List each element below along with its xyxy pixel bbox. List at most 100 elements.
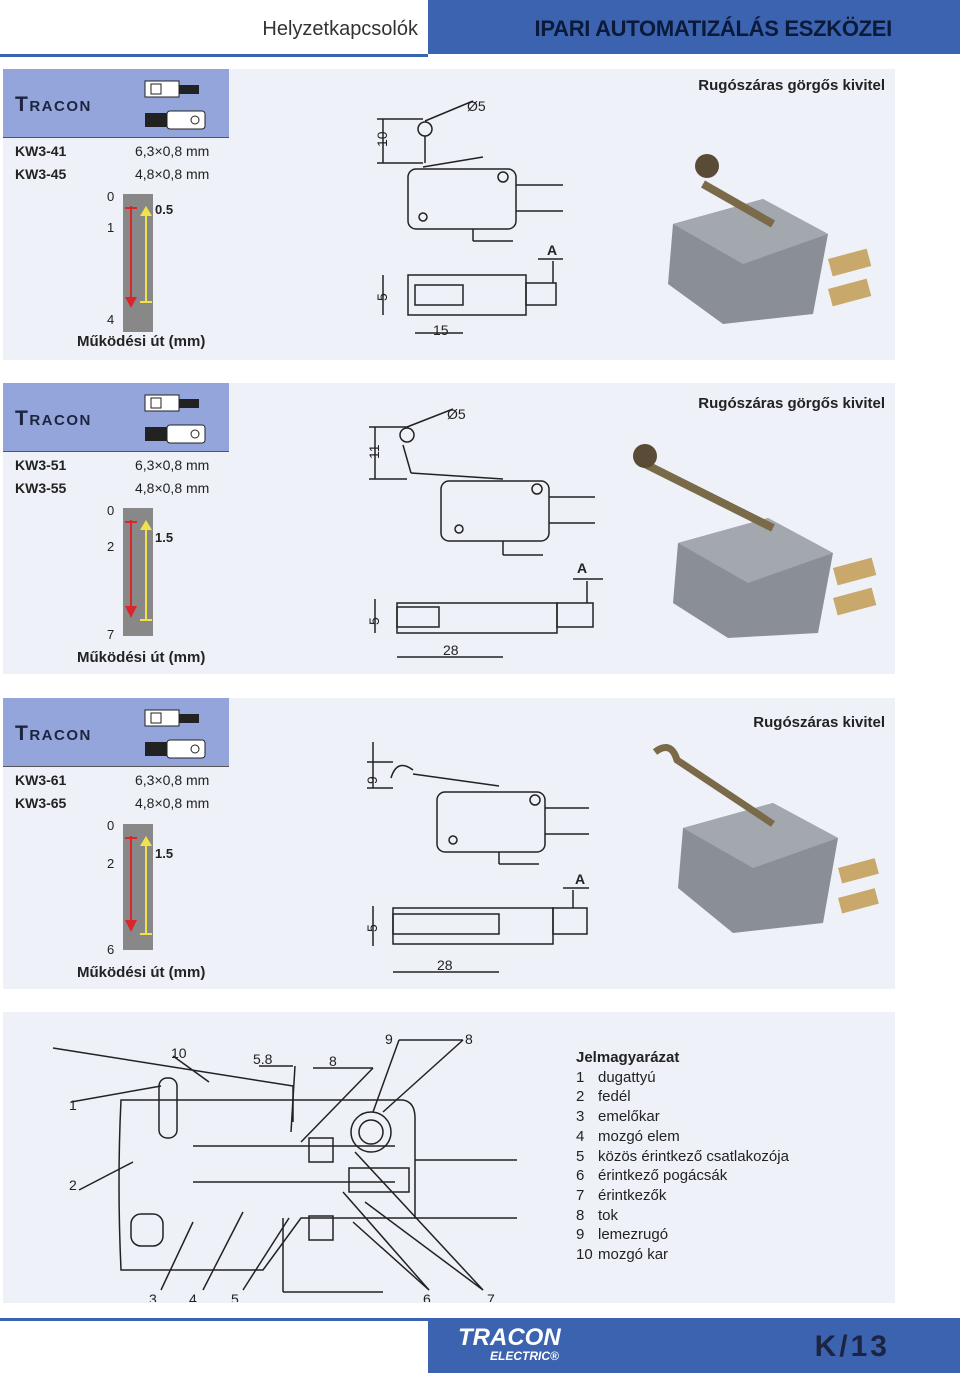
footer-logo-sub: ELECTRIC® [490,1349,559,1363]
travel-start: 0 [107,503,115,518]
terminal-size: 4,8×0,8 mm [135,166,210,182]
dim-height: 9 [364,776,380,784]
travel-start: 0 [107,818,115,833]
footer-bar: TRACON ELECTRIC® K/13 [428,1318,960,1373]
travel-diagram [123,194,153,332]
footer-logo: TRACON [458,1324,561,1351]
dimension-drawing: 9 5 28 A [364,742,589,973]
cutaway-dim-5-8: 5.8 [253,1051,273,1067]
brand-logo: Tracon [15,407,92,430]
brand-box: Tracon [3,383,229,451]
model-code: KW3-61 [15,772,67,788]
cutaway-label-6: 6 [423,1291,431,1302]
model-code: KW3-51 [15,457,67,473]
connector-icon [144,80,206,130]
cutaway-label-9: 9 [385,1031,393,1047]
travel-caption: Működési út (mm) [77,333,206,350]
travel-end: 7 [107,627,115,642]
terminal-size: 4,8×0,8 mm [135,480,210,496]
panel-title: Rugószáras görgős kivitel [698,395,885,412]
product-panel-1: Tracon KW3-41 6,3×0,8 mm KW3-45 4,8×0,8 … [3,69,895,360]
dim-width: 28 [437,957,453,973]
switch-photo [633,444,877,638]
dim-height: 10 [374,131,390,147]
dim-diameter: Ø5 [467,98,486,114]
dim-thickness: 5 [366,617,382,625]
travel-caption: Működési út (mm) [77,964,206,981]
dim-a: A [575,871,585,887]
terminal-size: 6,3×0,8 mm [135,772,210,788]
travel-diagram [123,508,153,636]
panel-title: Rugószáras görgős kivitel [698,77,885,94]
cutaway-label-1: 1 [69,1097,77,1113]
header-category: Helyzetkapcsolók [262,18,418,40]
travel-mid: 2 [107,539,115,554]
cutaway-label-4: 4 [189,1291,197,1302]
travel-caption: Működési út (mm) [77,649,206,666]
legend-title: Jelmagyarázat [576,1049,680,1066]
cutaway-label-7: 7 [487,1291,495,1302]
panel-title: Rugószáras kivitel [753,714,885,731]
model-code: KW3-41 [15,143,67,159]
footer-line [0,1318,428,1321]
model-code: KW3-55 [15,480,67,496]
connector-icon [144,709,206,759]
cutaway-label-5: 5 [231,1291,239,1302]
travel-end: 6 [107,942,115,957]
dim-diameter: Ø5 [447,406,466,422]
travel-marker: 0.5 [155,202,174,217]
travel-mid: 2 [107,856,115,871]
switch-photo [652,744,879,933]
product-panel-3: Tracon KW3-61 6,3×0,8 mm KW3-65 4,8×0,8 … [3,698,895,989]
travel-marker: 1.5 [155,846,174,861]
dimension-drawing: Ø5 11 5 28 A [366,406,603,658]
header-category-bar: Helyzetkapcsolók [0,0,428,57]
page-number: K/13 [814,1330,890,1363]
terminal-size: 4,8×0,8 mm [135,795,210,811]
dim-thickness: 5 [364,924,380,932]
cutaway-panel: 1 2 3 4 5 6 7 8 9 10 5.8 8 Jelmagyarázat… [3,1012,895,1303]
travel-end: 4 [107,312,115,327]
dim-width: 28 [443,642,459,658]
cutaway-dim-8: 8 [329,1053,337,1069]
dim-a: A [577,560,587,576]
model-code: KW3-65 [15,795,67,811]
cutaway-label-2: 2 [69,1177,77,1193]
terminal-size: 6,3×0,8 mm [135,457,210,473]
travel-marker: 1.5 [155,530,174,545]
cutaway-drawing: 1 2 3 4 5 6 7 8 9 10 5.8 8 [52,1031,517,1302]
product-panel-2: Tracon KW3-51 6,3×0,8 mm KW3-55 4,8×0,8 … [3,383,895,674]
travel-mid: 1 [107,220,115,235]
dim-width: 15 [433,322,449,338]
cutaway-label-8: 8 [465,1031,473,1047]
cutaway-label-3: 3 [149,1291,157,1302]
switch-photo [668,154,872,324]
travel-start: 0 [107,189,115,204]
dim-thickness: 5 [374,293,390,301]
brand-box: Tracon [3,698,229,766]
dim-height: 11 [366,444,382,459]
dim-a: A [547,242,557,258]
terminal-size: 6,3×0,8 mm [135,143,210,159]
model-code: KW3-45 [15,166,67,182]
brand-logo: Tracon [15,722,92,745]
header-title: IPARI AUTOMATIZÁLÁS ESZKÖZEI [534,16,893,41]
header-title-bar: IPARI AUTOMATIZÁLÁS ESZKÖZEI [428,0,960,54]
brand-logo: Tracon [15,93,92,116]
connector-icon [144,394,206,444]
dimension-drawing: Ø5 10 5 15 A [374,98,563,338]
brand-box: Tracon [3,69,229,137]
cutaway-label-10: 10 [171,1045,187,1061]
travel-diagram [123,824,153,950]
